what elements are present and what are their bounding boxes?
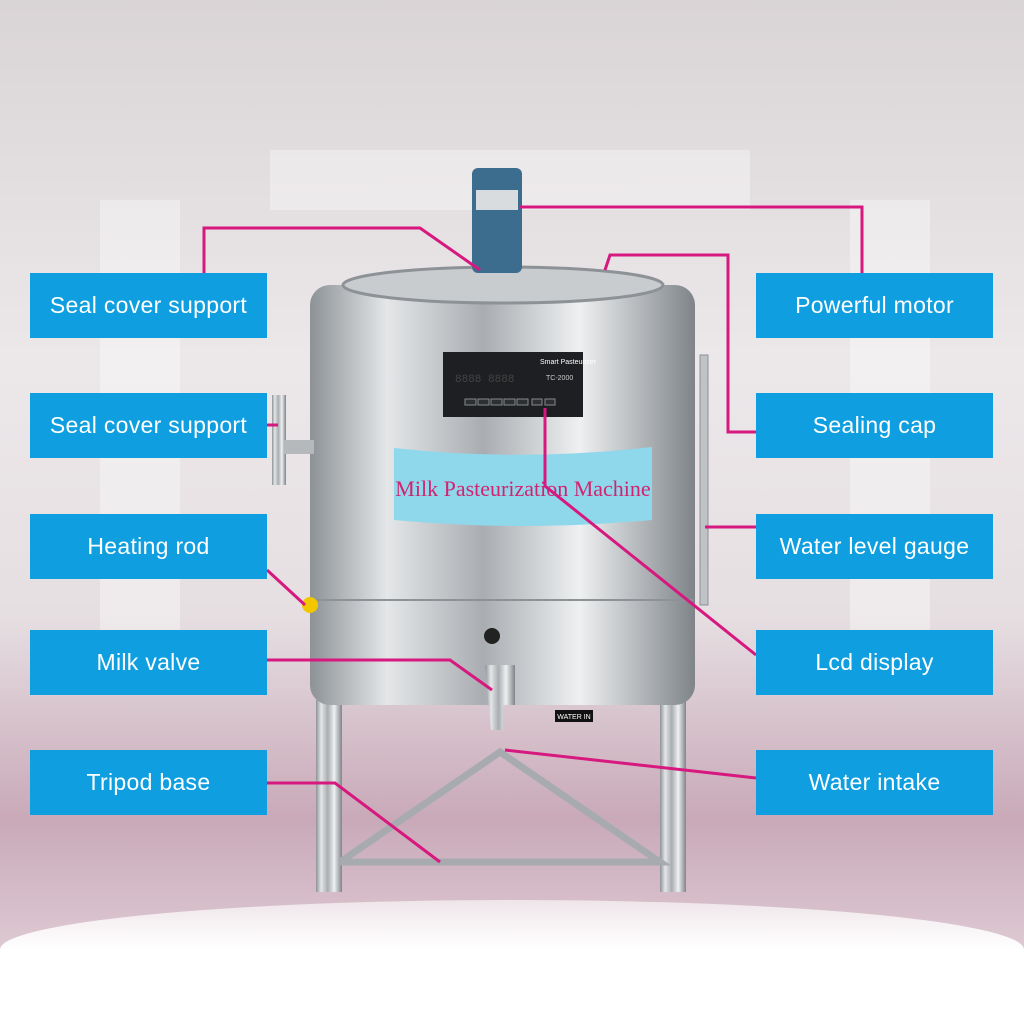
callout-line-seal-cover-1 [202, 226, 481, 273]
water-in-tag: WATER IN [557, 714, 590, 721]
callout-line-tripod-base [267, 781, 441, 864]
label-sealing-cap: Sealing cap [756, 393, 993, 458]
label-powerful-motor: Powerful motor [756, 273, 993, 338]
panel-buttons [464, 398, 556, 406]
motor [472, 168, 522, 273]
panel-model: TC-2000 [546, 375, 573, 382]
callout-line-motor [520, 205, 864, 273]
label-water-level-gauge: Water level gauge [756, 514, 993, 579]
water-level-gauge [699, 354, 709, 606]
leg-right [660, 700, 686, 892]
label-milk-valve: Milk valve [30, 630, 267, 695]
milk-valve [485, 665, 515, 730]
tripod-brace [338, 747, 672, 866]
callout-line-heating-rod [265, 568, 307, 607]
panel-brand: Smart Pasteurizer [540, 359, 597, 366]
product-banner [394, 447, 652, 526]
callout-line-water-intake [504, 748, 757, 780]
label-water-intake: Water intake [756, 750, 993, 815]
callout-line-milk-valve [267, 658, 493, 692]
label-lcd-display: Lcd display [756, 630, 993, 695]
label-heating-rod: Heating rod [30, 514, 267, 579]
side-valve [272, 395, 286, 485]
label-seal-cover-support-2: Seal cover support [30, 393, 267, 458]
callout-line-sealing-cap [603, 253, 756, 434]
leg-left [316, 700, 342, 892]
label-tripod-base: Tripod base [30, 750, 267, 815]
heating-rod-cap [302, 597, 318, 613]
banner-text: Milk Pasteurization Machine [395, 476, 650, 501]
callout-line-lcd [543, 408, 757, 657]
panel-display: 8888 8888 [455, 374, 514, 386]
milk-splash [0, 900, 1024, 1024]
label-seal-cover-support-1: Seal cover support [30, 273, 267, 338]
lcd-panel [443, 352, 583, 417]
